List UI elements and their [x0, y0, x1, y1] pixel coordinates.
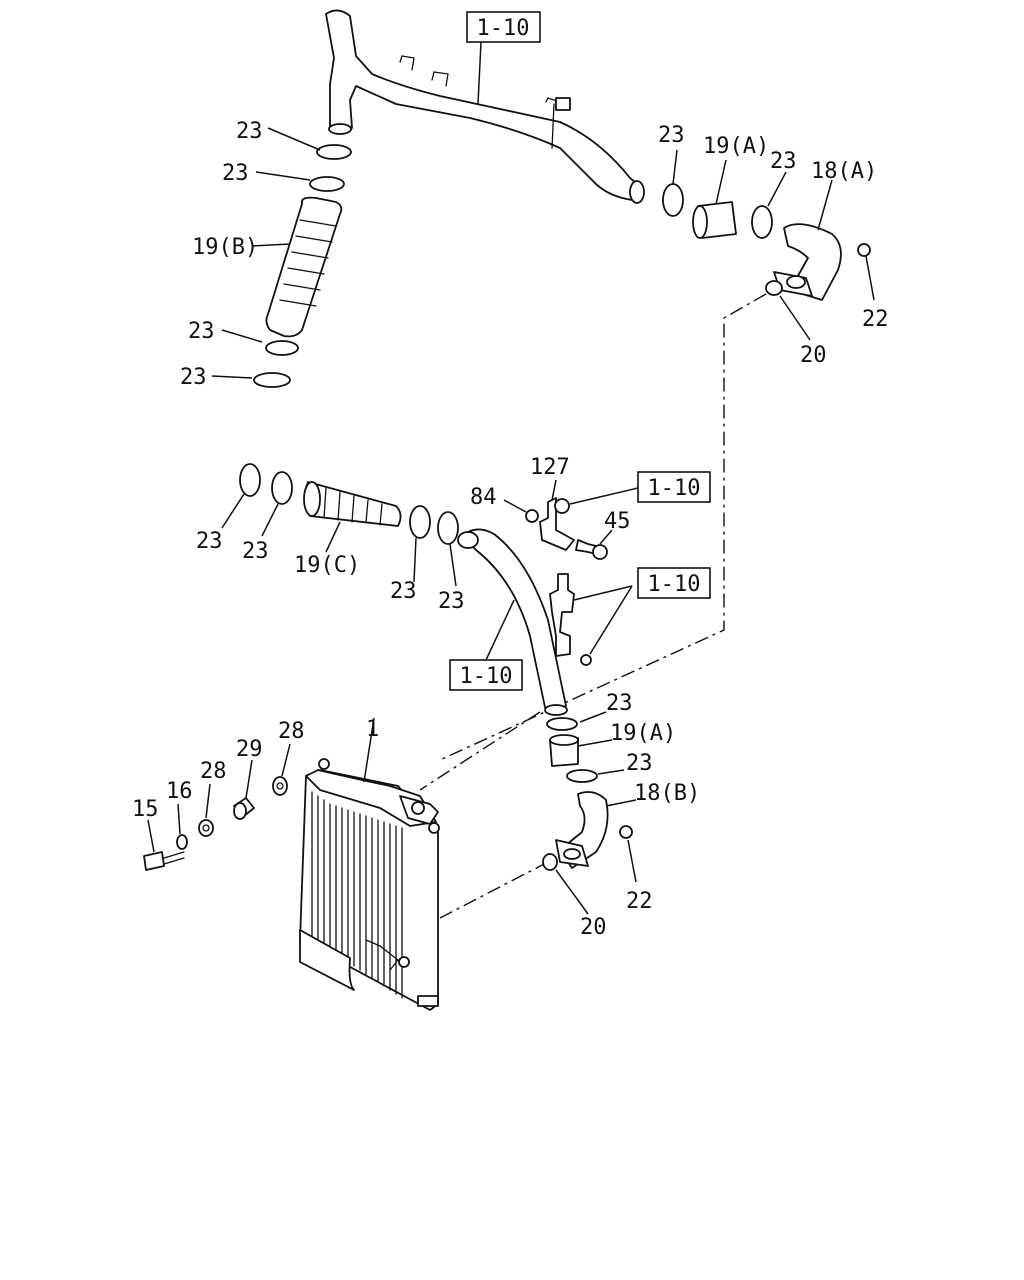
label-16: 16 — [166, 779, 193, 804]
label-1: 1 — [366, 717, 379, 742]
label-127: 127 — [530, 455, 570, 480]
label-28-b: 28 — [278, 719, 305, 744]
label-23-g: 23 — [196, 529, 223, 554]
alignment-line-center — [419, 711, 541, 791]
lower-air-pipe — [457, 528, 568, 716]
label-23-b: 23 — [222, 161, 249, 186]
label-19a-low: 19(A) — [610, 721, 676, 746]
ref-label-1-10-clip: 1-10 — [648, 572, 701, 597]
label-23-j: 23 — [438, 589, 465, 614]
label-23-a: 23 — [236, 119, 263, 144]
label-19b: 19(B) — [192, 235, 258, 260]
hose-19b — [253, 144, 352, 388]
label-29: 29 — [236, 737, 263, 762]
clip-assembly — [549, 573, 592, 666]
label-19a-top: 19(A) — [703, 134, 769, 159]
label-18a: 18(A) — [811, 159, 877, 184]
hose-19c — [239, 463, 459, 545]
label-23-k: 23 — [606, 691, 633, 716]
label-22-top: 22 — [862, 307, 889, 332]
label-15: 15 — [132, 797, 159, 822]
ref-label-1-10-top: 1-10 — [477, 16, 530, 41]
bracket-assembly — [525, 497, 608, 560]
mounting-hardware — [143, 776, 288, 871]
label-23-i: 23 — [390, 579, 417, 604]
ref-label-1-10-bracket: 1-10 — [648, 476, 701, 501]
label-45: 45 — [604, 509, 631, 534]
label-23-h: 23 — [242, 539, 269, 564]
label-84: 84 — [470, 485, 497, 510]
label-23-e: 23 — [658, 123, 685, 148]
upper-air-pipe — [325, 9, 645, 204]
label-22-low: 22 — [626, 889, 653, 914]
label-18b: 18(B) — [634, 781, 700, 806]
label-19c: 19(C) — [294, 553, 360, 578]
upper-right-assembly — [662, 183, 871, 301]
alignment-line-right — [439, 293, 767, 761]
label-28-a: 28 — [200, 759, 227, 784]
alignment-line-lower — [439, 861, 549, 919]
label-23-l: 23 — [626, 751, 653, 776]
label-23-d: 23 — [180, 365, 207, 390]
intercooler-core — [299, 758, 440, 1011]
label-23-c: 23 — [188, 319, 215, 344]
ref-label-1-10-pipe: 1-10 — [460, 664, 513, 689]
label-20-top: 20 — [800, 343, 827, 368]
lower-right-assembly — [542, 717, 633, 871]
label-20-low: 20 — [580, 915, 607, 940]
label-23-f: 23 — [770, 149, 797, 174]
